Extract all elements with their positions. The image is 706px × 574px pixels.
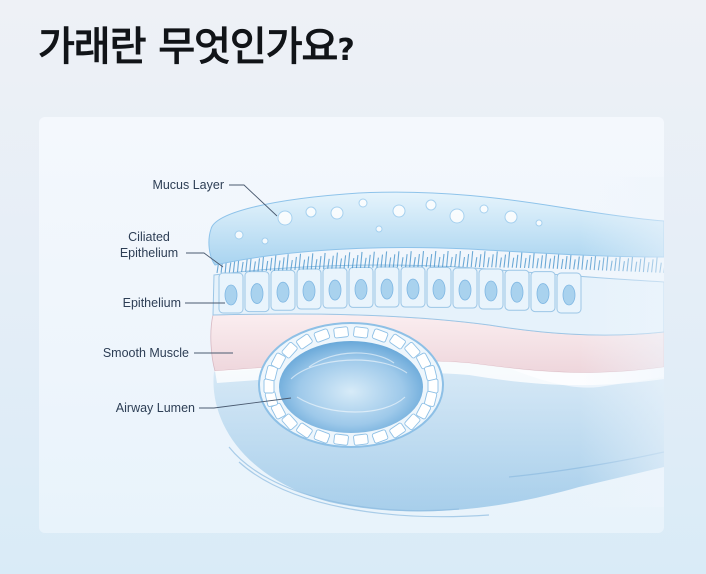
- cell-nucleus: [459, 280, 471, 300]
- cilium: [434, 251, 436, 267]
- cilium: [557, 253, 559, 269]
- mucus-droplet: [426, 200, 436, 210]
- page-title-text: 가래란 무엇인가요: [38, 24, 337, 70]
- mucus-droplet: [480, 205, 488, 213]
- cell-nucleus: [381, 279, 393, 299]
- airway-diagram-card: Mucus Layer Ciliated Epithelium Epitheli…: [39, 117, 664, 533]
- mucus-droplet: [278, 211, 292, 225]
- cell-nucleus: [355, 279, 367, 299]
- ciliated-label-line1: Ciliated: [128, 230, 170, 244]
- cilium: [229, 262, 231, 272]
- cilium: [529, 255, 531, 268]
- cilium: [455, 254, 457, 267]
- mucus-droplet: [262, 238, 268, 244]
- page-title-question-mark: ?: [337, 33, 353, 68]
- cilium: [451, 257, 453, 267]
- cilium: [504, 255, 506, 268]
- cell-nucleus: [433, 279, 445, 299]
- cilium: [447, 251, 449, 267]
- airway-lumen: [279, 341, 423, 433]
- mucus-droplet: [331, 207, 343, 219]
- cilium: [500, 257, 502, 267]
- cilium: [463, 257, 465, 267]
- cilium: [533, 252, 535, 268]
- cilium: [246, 259, 248, 272]
- page-title: 가래란 무엇인가요?: [38, 14, 354, 72]
- mucus-droplet: [393, 205, 405, 217]
- ciliated-label-line2: Epithelium: [120, 246, 178, 260]
- mucus-droplet: [450, 209, 464, 223]
- lumen-lining-cell: [334, 434, 349, 446]
- cilium: [549, 259, 551, 269]
- right-edge-fade: [579, 177, 664, 507]
- lumen-lining-cell: [334, 327, 349, 339]
- cell-nucleus: [225, 285, 237, 305]
- cell-nucleus: [407, 279, 419, 299]
- cilium: [443, 254, 445, 267]
- cell-nucleus: [485, 281, 497, 301]
- cilium: [496, 251, 498, 267]
- mucus-droplet: [505, 211, 517, 223]
- cilium: [545, 252, 547, 268]
- lumen-lining-cell: [428, 379, 438, 393]
- mucus-droplet: [359, 199, 367, 207]
- cilium: [508, 252, 510, 268]
- cell-nucleus: [329, 280, 341, 300]
- cilium: [422, 251, 424, 267]
- mucus-droplet: [235, 231, 243, 239]
- cilium: [467, 254, 469, 267]
- cilium: [570, 253, 572, 269]
- cell-nucleus: [563, 285, 575, 305]
- airway-cross-section-diagram: Mucus Layer Ciliated Epithelium Epitheli…: [39, 117, 664, 533]
- cell-nucleus: [277, 282, 289, 302]
- lumen-lining-cell: [264, 379, 274, 393]
- cilium: [262, 255, 264, 271]
- cell-nucleus: [303, 281, 315, 301]
- cilium: [471, 251, 473, 267]
- cilium: [438, 257, 440, 267]
- cilium: [574, 259, 576, 269]
- cilium: [242, 262, 244, 272]
- lumen-lining-cell: [353, 434, 368, 446]
- cilium: [566, 256, 568, 269]
- cilium: [475, 257, 477, 267]
- cilium: [484, 251, 486, 267]
- mucus-droplet: [536, 220, 542, 226]
- cell-nucleus: [251, 284, 263, 304]
- cilium: [512, 258, 514, 268]
- cell-nucleus: [537, 284, 549, 304]
- lumen-lining-cell: [353, 327, 368, 339]
- cilium: [492, 254, 494, 267]
- cilium: [537, 258, 539, 268]
- cilium: [459, 251, 461, 267]
- cilium: [520, 252, 522, 268]
- epithelium-label: Epithelium: [123, 296, 181, 310]
- cilium: [488, 257, 490, 267]
- cilium: [516, 255, 518, 268]
- mucus-layer-label: Mucus Layer: [152, 178, 224, 192]
- cilium: [553, 256, 555, 269]
- cilium: [258, 258, 260, 271]
- cilium: [525, 258, 527, 268]
- cilium: [561, 259, 563, 269]
- airway-lumen-label: Airway Lumen: [116, 401, 195, 415]
- cilium: [541, 255, 543, 268]
- smooth-muscle-label: Smooth Muscle: [103, 346, 189, 360]
- cilium: [410, 251, 412, 267]
- mucus-droplet: [376, 226, 382, 232]
- cell-nucleus: [511, 282, 523, 302]
- cilium: [479, 254, 481, 267]
- cilium: [430, 254, 432, 267]
- mucus-droplet: [306, 207, 316, 217]
